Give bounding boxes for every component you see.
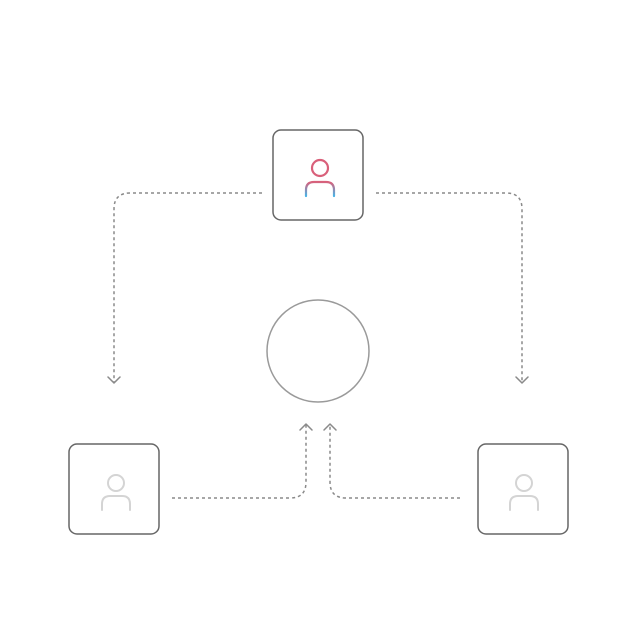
right-user-node[interactable] bbox=[477, 443, 569, 535]
connectors bbox=[113, 192, 523, 499]
user-icon bbox=[101, 474, 131, 511]
connector-top-to-left bbox=[113, 192, 262, 382]
hub-node[interactable] bbox=[266, 299, 370, 403]
arrowhead-up-right-hub bbox=[323, 423, 337, 431]
top-user-node[interactable] bbox=[272, 129, 364, 221]
right-node-box bbox=[477, 443, 569, 535]
hub-circle bbox=[266, 299, 370, 403]
arrowhead-up-left-hub bbox=[299, 423, 313, 431]
left-node-box bbox=[68, 443, 160, 535]
arrowhead-down-left bbox=[107, 376, 121, 384]
connector-top-to-right bbox=[376, 192, 523, 382]
user-icon bbox=[509, 474, 539, 511]
arrowhead-down-right bbox=[515, 376, 529, 384]
arrowheads bbox=[107, 376, 529, 431]
connector-right-to-hub bbox=[329, 425, 460, 499]
left-user-node[interactable] bbox=[68, 443, 160, 535]
connector-left-to-hub bbox=[172, 425, 307, 499]
user-icon bbox=[304, 158, 336, 198]
